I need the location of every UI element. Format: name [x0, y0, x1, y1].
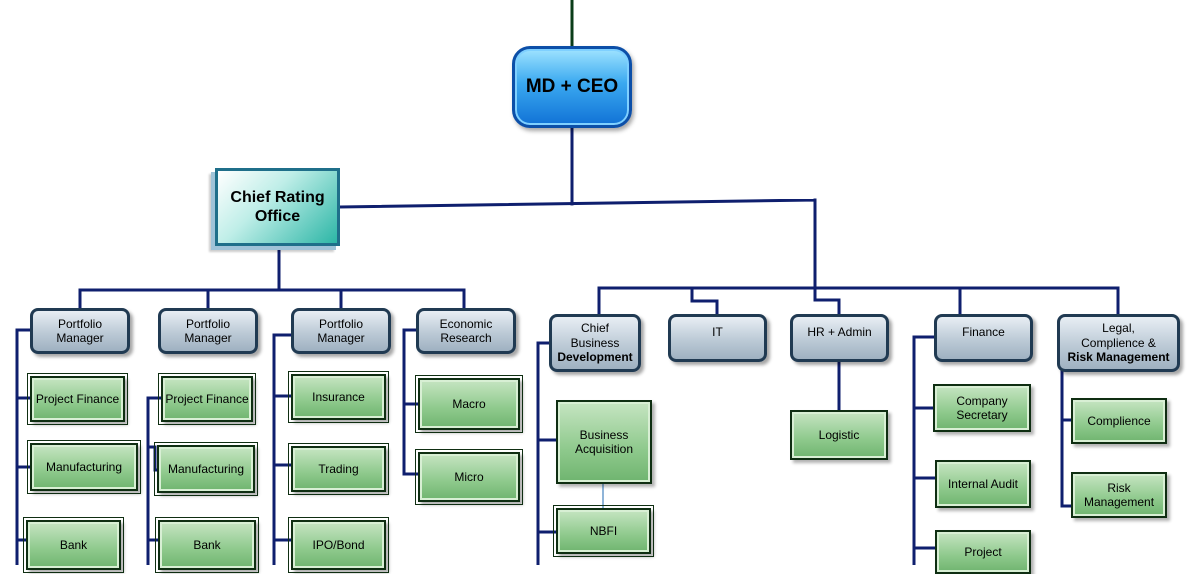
cbd-line1: Chief: [580, 321, 609, 336]
econ-macro: Macro: [415, 375, 523, 433]
cbd-line2: Business: [570, 335, 620, 350]
pm2-project-finance: Project Finance: [158, 373, 256, 425]
risk-management: Risk Management: [1071, 472, 1167, 518]
pm2-branch: [146, 396, 163, 565]
connectors: [15, 0, 1120, 565]
nbfi: NBFI: [553, 505, 654, 557]
cbd-line3: Development: [557, 350, 633, 365]
pm2-manufacturing: Manufacturing: [154, 442, 258, 496]
business-acquisition: Business Acquisition: [556, 400, 652, 484]
pm3-ipo-bond: IPO/Bond: [288, 517, 389, 573]
pm1-bank: Bank: [23, 517, 124, 573]
cbd-branch: [536, 341, 558, 565]
right-bus: [597, 286, 1120, 316]
finance-branch: [912, 335, 939, 565]
ceo-connector: [338, 126, 817, 290]
legal-line2: Complience &: [1081, 335, 1156, 350]
legal-branch: [1060, 353, 1073, 508]
cro-to-units: [78, 244, 466, 310]
ceo-node: MD + CEO: [512, 46, 632, 128]
it-node: IT: [668, 314, 767, 362]
chief-business-development: Chief Business Development: [549, 314, 641, 372]
econ-micro: Micro: [415, 449, 523, 505]
pm2-bank: Bank: [155, 517, 259, 573]
pm3-insurance: Insurance: [288, 371, 389, 423]
complience: Complience: [1071, 398, 1167, 444]
hr-admin: HR + Admin: [790, 314, 889, 362]
econ-branch: [402, 328, 420, 476]
pm3-branch: [272, 333, 293, 565]
portfolio-manager-1: Portfolio Manager: [30, 308, 130, 354]
pm1-manufacturing: Manufacturing: [27, 440, 141, 494]
internal-audit: Internal Audit: [935, 460, 1031, 508]
pm3-trading: Trading: [288, 443, 389, 495]
pm1-project-finance: Project Finance: [27, 373, 128, 425]
project: Project: [935, 530, 1031, 574]
pm1-branch: [15, 328, 34, 565]
company-secretary: Company Secretary: [933, 384, 1031, 432]
logistic: Logistic: [790, 410, 888, 460]
legal-risk: Legal, Complience & Risk Management: [1057, 314, 1180, 372]
finance-node: Finance: [934, 314, 1033, 362]
legal-line3: Risk Management: [1067, 350, 1170, 365]
portfolio-manager-3: Portfolio Manager: [291, 308, 391, 354]
cro-label: Chief Rating Office: [230, 188, 325, 225]
portfolio-manager-2: Portfolio Manager: [158, 308, 258, 354]
ceo-label: MD + CEO: [525, 75, 619, 97]
legal-line1: Legal,: [1102, 321, 1135, 336]
economic-research: Economic Research: [416, 308, 516, 354]
cro-node: Chief Rating Office: [215, 168, 340, 246]
